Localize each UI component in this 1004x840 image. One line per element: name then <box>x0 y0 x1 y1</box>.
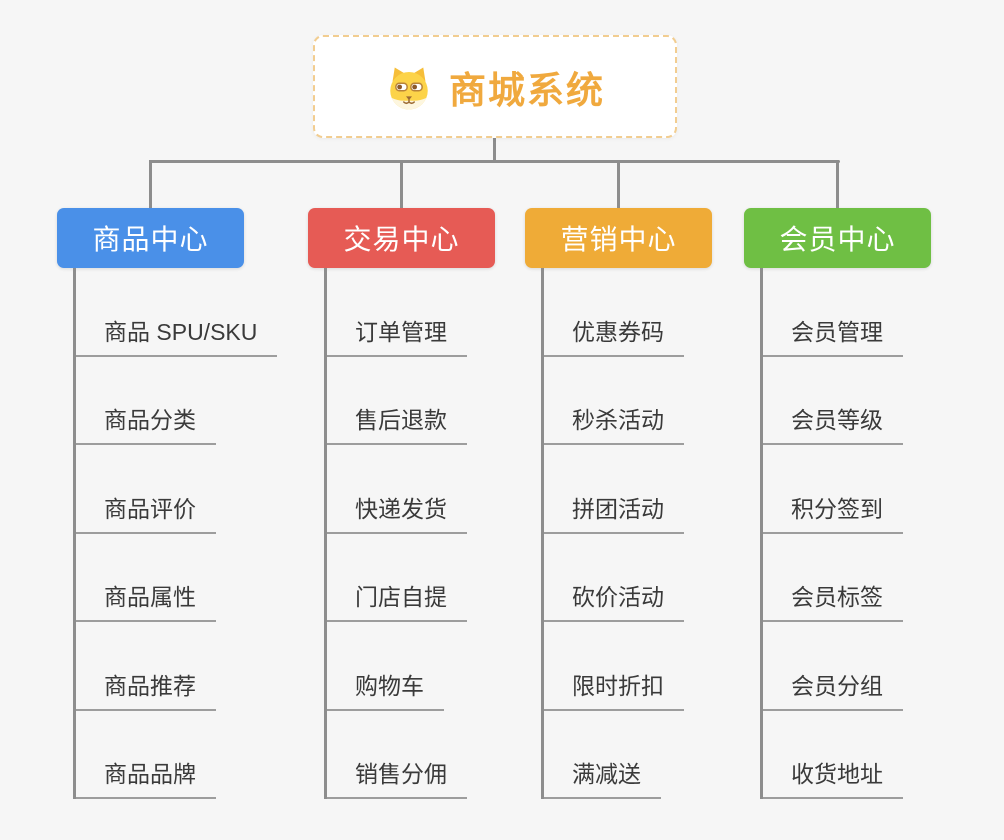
leaf-label[interactable]: 拼团活动 <box>544 490 684 534</box>
leaf-row: 会员分组 <box>763 622 931 711</box>
leaf-label[interactable]: 满减送 <box>544 755 661 799</box>
leaf-row: 限时折扣 <box>544 622 712 711</box>
leaf-row: 会员管理 <box>763 268 931 357</box>
leaf-row: 商品推荐 <box>76 622 244 711</box>
leaf-label[interactable]: 优惠券码 <box>544 313 684 357</box>
leaf-row: 收货地址 <box>763 711 931 799</box>
leaf-row: 订单管理 <box>327 268 495 357</box>
branch-node-1[interactable]: 交易中心 <box>308 208 495 268</box>
leaf-label[interactable]: 订单管理 <box>327 313 467 357</box>
leaf-row: 秒杀活动 <box>544 357 712 445</box>
branch-2: 营销中心 优惠券码 秒杀活动 拼团活动 砍价活动 限时折扣 满减送 <box>525 160 712 799</box>
leaf-row: 销售分佣 <box>327 711 495 799</box>
branch-node-2[interactable]: 营销中心 <box>525 208 712 268</box>
dog-face-icon <box>385 63 433 111</box>
branch-label: 交易中心 <box>343 224 460 255</box>
leaf-label[interactable]: 门店自提 <box>327 578 467 622</box>
leaf-row: 购物车 <box>327 622 495 711</box>
root-label: 商城系统 <box>449 69 605 111</box>
root-node[interactable]: 商城系统 <box>313 35 677 138</box>
leaf-label[interactable]: 会员管理 <box>763 313 903 357</box>
branch-connector-line <box>836 160 839 208</box>
leaf-label[interactable]: 会员标签 <box>763 578 903 622</box>
leaf-row: 售后退款 <box>327 357 495 445</box>
leaf-label[interactable]: 购物车 <box>327 667 444 711</box>
leaf-row: 商品分类 <box>76 357 244 445</box>
horizontal-connector-line <box>149 160 840 163</box>
leaf-label[interactable]: 商品分类 <box>76 401 216 445</box>
branch-label: 营销中心 <box>560 224 677 255</box>
leaf-row: 拼团活动 <box>544 445 712 534</box>
leaf-row: 门店自提 <box>327 534 495 622</box>
leaf-label[interactable]: 秒杀活动 <box>544 401 684 445</box>
branch-leaves: 会员管理 会员等级 积分签到 会员标签 会员分组 收货地址 <box>760 268 931 799</box>
leaf-row: 商品 SPU/SKU <box>76 268 278 357</box>
leaf-row: 商品品牌 <box>76 711 244 799</box>
leaf-label[interactable]: 收货地址 <box>763 755 903 799</box>
branch-leaves: 订单管理 售后退款 快递发货 门店自提 购物车 销售分佣 <box>324 268 495 799</box>
branch-connector-line <box>400 160 403 208</box>
branch-connector-line <box>617 160 620 208</box>
leaf-row: 优惠券码 <box>544 268 712 357</box>
leaf-row: 商品评价 <box>76 445 244 534</box>
leaf-row: 积分签到 <box>763 445 931 534</box>
leaf-label[interactable]: 商品属性 <box>76 578 216 622</box>
leaf-label[interactable]: 快递发货 <box>327 490 467 534</box>
leaf-row: 商品属性 <box>76 534 244 622</box>
leaf-label[interactable]: 商品 SPU/SKU <box>76 313 278 357</box>
leaf-label[interactable]: 砍价活动 <box>544 578 684 622</box>
branch-0: 商品中心 商品 SPU/SKU 商品分类 商品评价 商品属性 商品推荐 商品品牌 <box>57 160 278 799</box>
branch-leaves: 优惠券码 秒杀活动 拼团活动 砍价活动 限时折扣 满减送 <box>541 268 712 799</box>
leaf-label[interactable]: 限时折扣 <box>544 667 684 711</box>
root-connector-line <box>493 137 496 163</box>
leaf-label[interactable]: 会员等级 <box>763 401 903 445</box>
leaf-row: 砍价活动 <box>544 534 712 622</box>
branch-connector-line <box>149 160 152 208</box>
branch-leaves: 商品 SPU/SKU 商品分类 商品评价 商品属性 商品推荐 商品品牌 <box>73 268 278 799</box>
leaf-row: 满减送 <box>544 711 712 799</box>
leaf-label[interactable]: 商品推荐 <box>76 667 216 711</box>
leaf-label[interactable]: 商品品牌 <box>76 755 216 799</box>
leaf-label[interactable]: 销售分佣 <box>327 755 467 799</box>
leaf-label[interactable]: 积分签到 <box>763 490 903 534</box>
leaf-label[interactable]: 商品评价 <box>76 490 216 534</box>
leaf-label[interactable]: 售后退款 <box>327 401 467 445</box>
leaf-label[interactable]: 会员分组 <box>763 667 903 711</box>
branch-node-0[interactable]: 商品中心 <box>57 208 244 268</box>
branch-label: 会员中心 <box>779 224 896 255</box>
leaf-row: 会员标签 <box>763 534 931 622</box>
branch-3: 会员中心 会员管理 会员等级 积分签到 会员标签 会员分组 收货地址 <box>744 160 931 799</box>
branch-1: 交易中心 订单管理 售后退款 快递发货 门店自提 购物车 销售分佣 <box>308 160 495 799</box>
branch-node-3[interactable]: 会员中心 <box>744 208 931 268</box>
branch-label: 商品中心 <box>92 224 209 255</box>
leaf-row: 快递发货 <box>327 445 495 534</box>
leaf-row: 会员等级 <box>763 357 931 445</box>
